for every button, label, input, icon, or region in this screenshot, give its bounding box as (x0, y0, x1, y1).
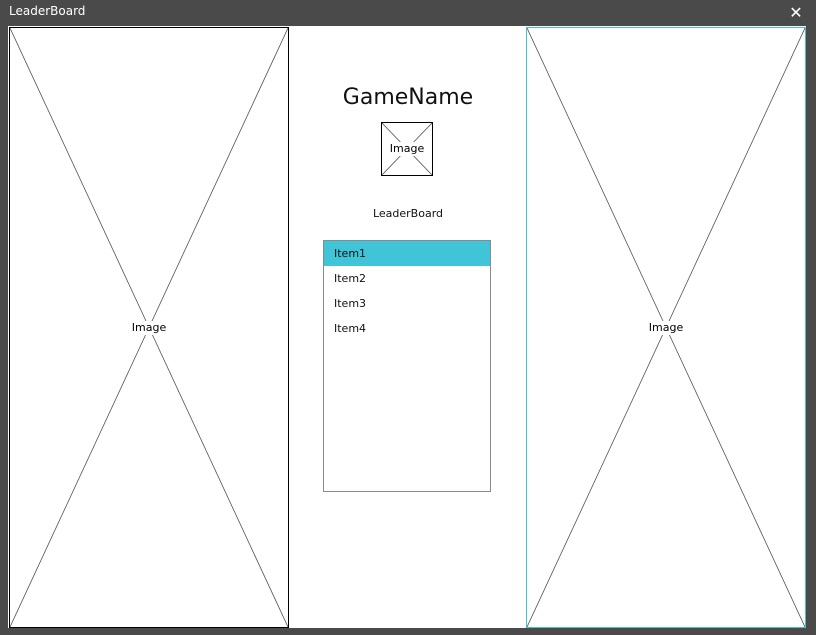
close-button[interactable]: ✕ (782, 2, 810, 24)
game-name-heading: GameName (342, 85, 474, 110)
list-item[interactable]: Item1 (324, 241, 490, 266)
list-item[interactable]: Item3 (334, 297, 367, 310)
leaderboard-list[interactable]: Item1 Item2 Item3 Item4 (323, 240, 491, 492)
left-image-label: Image (129, 320, 169, 335)
leaderboard-label: LeaderBoard (372, 207, 444, 220)
list-item[interactable]: Item2 (334, 272, 367, 285)
game-logo-placeholder: Image (381, 122, 433, 176)
title-bar[interactable]: LeaderBoard ✕ (0, 0, 816, 26)
left-image-placeholder: Image (9, 27, 289, 628)
right-image-placeholder: Image (526, 27, 806, 628)
close-icon: ✕ (789, 3, 803, 22)
content-area: Image GameName Image LeaderBoard Item1 I… (8, 26, 806, 628)
list-item[interactable]: Item4 (334, 322, 367, 335)
window-title: LeaderBoard (9, 4, 86, 18)
game-logo-label: Image (387, 142, 427, 156)
right-image-label: Image (646, 320, 686, 335)
